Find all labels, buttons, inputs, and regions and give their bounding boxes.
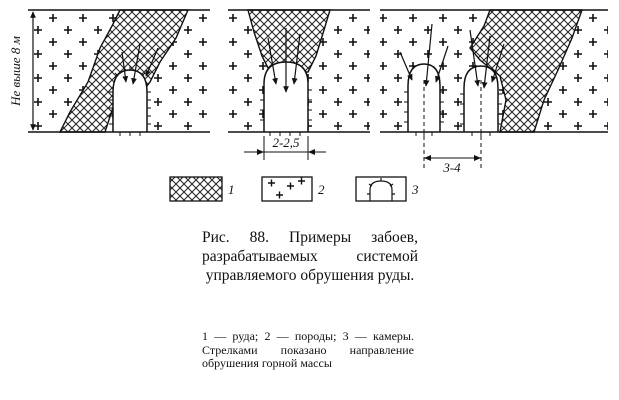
- width-label: 2-2,5: [272, 135, 300, 150]
- legend-num-3: 3: [411, 182, 419, 197]
- arrow: [490, 43, 505, 83]
- spacing-label: 3-4: [442, 160, 461, 175]
- arrow: [267, 37, 278, 85]
- chamber-ticks: [260, 89, 312, 136]
- chamber-ticks: [109, 66, 151, 136]
- arrow: [291, 33, 301, 85]
- ore-body: [247, 9, 331, 73]
- panel-left: Не выше 8 м: [8, 9, 210, 136]
- panel-right: 3-4: [380, 9, 608, 175]
- figure-caption-title: Рис. 88. Примеры забоев, разрабатываемых…: [202, 229, 418, 284]
- height-label: Не выше 8 м: [8, 36, 23, 107]
- arrow: [481, 35, 491, 89]
- arrow: [423, 23, 433, 87]
- arrow: [435, 45, 449, 83]
- chamber-ticks: [404, 91, 502, 136]
- legend-swatch-ore: [169, 176, 223, 202]
- legend-num-2: 2: [318, 182, 325, 197]
- figure-caption-legend: 1 — руда; 2 — породы; 3 — камеры. Стрелк…: [202, 329, 414, 370]
- chamber: [112, 69, 148, 132]
- legend: 1 2 3: [169, 176, 419, 202]
- dimension-arrowheads: [424, 155, 481, 161]
- arrow: [131, 43, 141, 85]
- chamber: [463, 65, 499, 132]
- arrow: [145, 47, 159, 77]
- legend-chamber-shape: [367, 178, 395, 201]
- arrow: [469, 29, 481, 87]
- panel-middle: 2-2,5: [228, 9, 370, 160]
- legend-plus-marks: [268, 177, 305, 199]
- legend-num-1: 1: [228, 182, 235, 197]
- arrow: [399, 51, 413, 81]
- arrow: [121, 51, 129, 83]
